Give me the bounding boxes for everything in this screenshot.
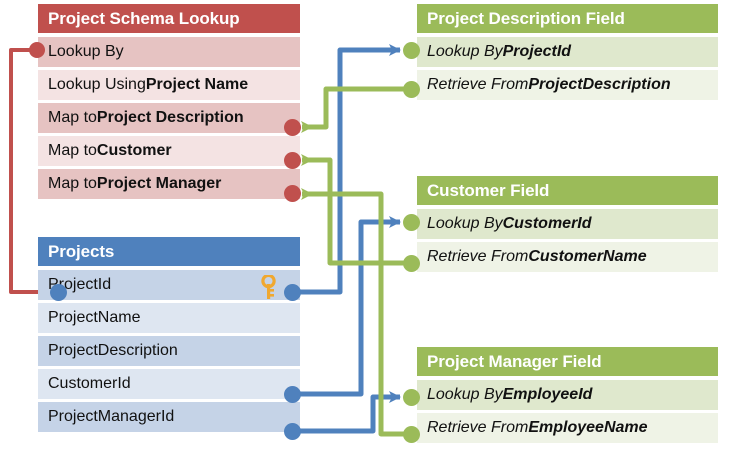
schema-row-3-prefix: Map to: [48, 142, 97, 159]
connector-dot-pd-lookup-by[interactable]: [403, 42, 420, 59]
connector-dot-pd-retrieve-from[interactable]: [403, 81, 420, 98]
schema-row-1-prefix: Lookup Using: [48, 76, 146, 93]
connector-dot-pm-retrieve-from[interactable]: [403, 426, 420, 443]
project-manager-field-panel: Project Manager Field Lookup By Employee…: [417, 347, 718, 455]
schema-row-lookup-using[interactable]: Lookup Using Project Name: [38, 70, 300, 100]
wire-pd-retrieve-to-map: [301, 86, 411, 133]
pm-field-row-retrieve-from[interactable]: Retrieve From EmployeeName: [417, 413, 718, 443]
panel-title-project-schema-lookup: Project Schema Lookup: [38, 4, 300, 33]
schema-row-map-project-description[interactable]: Map to Project Description: [38, 103, 300, 133]
project-description-field-panel: Project Description Field Lookup By Proj…: [417, 4, 718, 112]
projects-row-4-name: ProjectManagerId: [48, 408, 175, 425]
customer-field-row-1-strong: CustomerName: [528, 248, 647, 265]
connector-dot-lookup-by[interactable]: [29, 42, 45, 58]
projects-table-panel: Projects ProjectId ProjectName ProjectDe…: [38, 237, 300, 445]
pd-field-row-retrieve-from[interactable]: Retrieve From ProjectDescription: [417, 70, 718, 100]
schema-row-map-customer[interactable]: Map to Customer: [38, 136, 300, 166]
project-schema-lookup-panel: Project Schema Lookup Lookup By Lookup U…: [38, 4, 300, 212]
pm-field-row-lookup-by[interactable]: Lookup By EmployeeId: [417, 380, 718, 410]
pd-field-row-lookup-by[interactable]: Lookup By ProjectId: [417, 37, 718, 67]
wire-customer-retrieve-to-map: [301, 154, 411, 266]
projects-row-3-name: CustomerId: [48, 375, 131, 392]
pm-field-row-1-prefix: Retrieve From: [427, 419, 529, 436]
projects-row-2-name: ProjectDescription: [48, 342, 178, 359]
connector-dot-customer-retrieve-from[interactable]: [403, 255, 420, 272]
pd-field-row-1-strong: ProjectDescription: [528, 76, 671, 93]
projects-row-projectname[interactable]: ProjectName: [38, 303, 300, 333]
pd-field-row-0-strong: ProjectId: [502, 43, 572, 60]
schema-row-2-prefix: Map to: [48, 109, 97, 126]
connector-dot-pm-lookup-by[interactable]: [403, 389, 420, 406]
panel-title-project-description-field: Project Description Field: [417, 4, 718, 33]
connector-dot-map-project-description[interactable]: [284, 119, 301, 136]
customer-field-panel: Customer Field Lookup By CustomerId Retr…: [417, 176, 718, 284]
pm-field-row-1-strong: EmployeeName: [528, 419, 648, 436]
customer-field-row-retrieve-from[interactable]: Retrieve From CustomerName: [417, 242, 718, 272]
pm-field-row-0-strong: EmployeeId: [502, 386, 593, 403]
schema-row-4-prefix: Map to: [48, 175, 97, 192]
projects-row-projectdescription[interactable]: ProjectDescription: [38, 336, 300, 366]
wire-pm-retrieve-to-map: [301, 188, 411, 437]
projects-row-1-name: ProjectName: [48, 309, 141, 326]
schema-row-4-strong: Project Manager: [96, 175, 222, 192]
customer-field-row-0-prefix: Lookup By: [427, 215, 503, 232]
connector-dot-projectmanagerid[interactable]: [284, 423, 301, 440]
customer-field-row-1-prefix: Retrieve From: [427, 248, 529, 265]
schema-row-lookup-by[interactable]: Lookup By: [38, 37, 300, 67]
projects-row-projectmanagerid[interactable]: ProjectManagerId: [38, 402, 300, 432]
pd-field-row-1-prefix: Retrieve From: [427, 76, 529, 93]
wire-customerid-to-customer-lookup: [299, 216, 401, 397]
connector-dot-projectid-right[interactable]: [284, 284, 301, 301]
pd-field-row-0-prefix: Lookup By: [427, 43, 503, 60]
wire-projectid-to-pd-lookup: [299, 44, 401, 295]
connector-dot-map-project-manager[interactable]: [284, 185, 301, 202]
panel-title-project-manager-field: Project Manager Field: [417, 347, 718, 376]
schema-row-1-strong: Project Name: [145, 76, 249, 93]
customer-field-row-0-strong: CustomerId: [502, 215, 592, 232]
customer-field-row-lookup-by[interactable]: Lookup By CustomerId: [417, 209, 718, 239]
connector-dot-customerid[interactable]: [284, 386, 301, 403]
schema-row-3-strong: Customer: [96, 142, 172, 159]
schema-row-2-strong: Project Description: [96, 109, 244, 126]
schema-row-0-prefix: Lookup By: [48, 43, 124, 60]
projects-row-customerid[interactable]: CustomerId: [38, 369, 300, 399]
connector-dot-customer-lookup-by[interactable]: [403, 214, 420, 231]
panel-title-customer-field: Customer Field: [417, 176, 718, 205]
connector-dot-projectid-left[interactable]: [50, 284, 67, 301]
pm-field-row-0-prefix: Lookup By: [427, 386, 503, 403]
schema-row-map-project-manager[interactable]: Map to Project Manager: [38, 169, 300, 199]
connector-dot-map-customer[interactable]: [284, 152, 301, 169]
primary-key-icon: [261, 275, 276, 299]
wire-projectmanagerid-to-pm-lookup: [299, 391, 401, 434]
panel-title-projects: Projects: [38, 237, 300, 266]
